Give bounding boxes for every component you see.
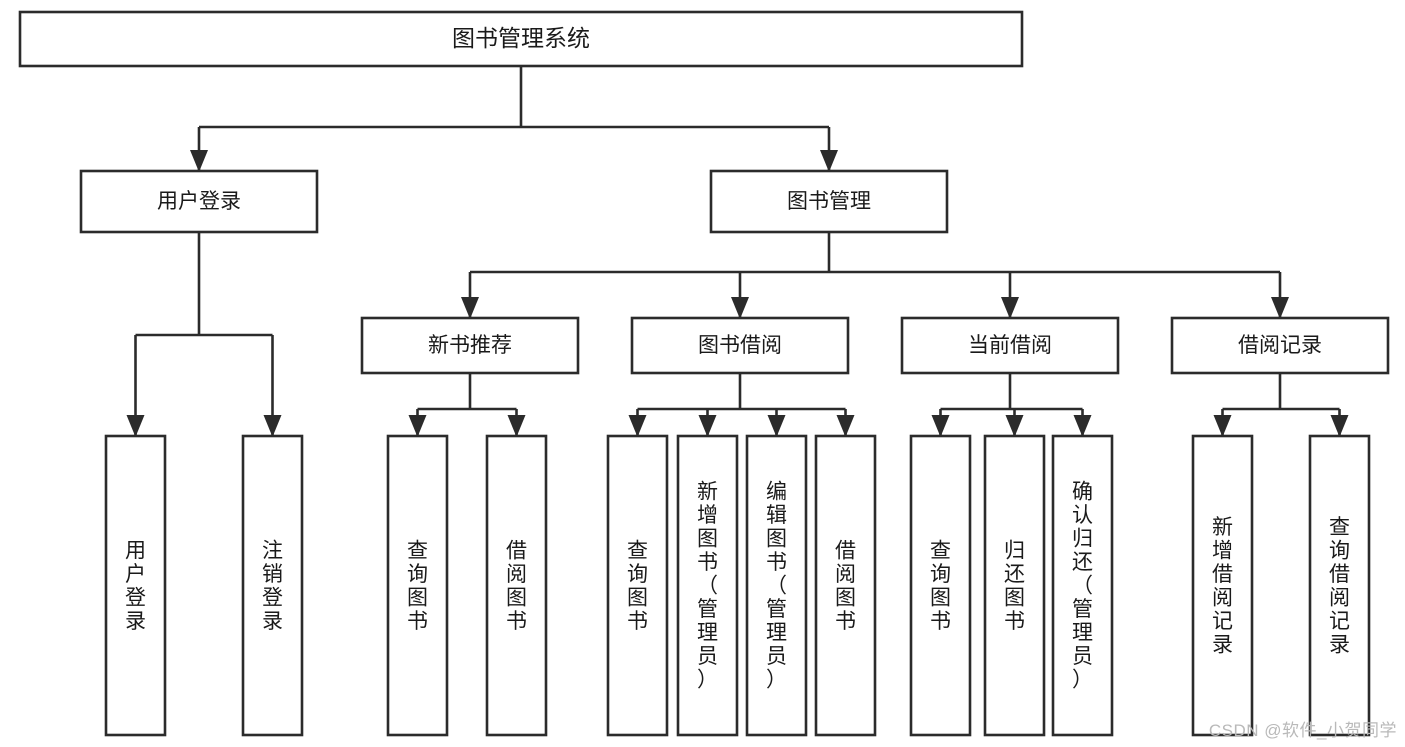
node-box bbox=[1308, 434, 1371, 737]
node-box bbox=[386, 434, 449, 737]
node-box bbox=[79, 169, 319, 234]
node-leaf-borrow-books[interactable]: 借阅图书 bbox=[814, 434, 877, 737]
node-box bbox=[1051, 434, 1114, 737]
nodes-layer: 图书管理系统用户登录图书管理新书推荐图书借阅当前借阅借阅记录用户登录注销登录查询… bbox=[18, 10, 1390, 737]
node-box bbox=[630, 316, 850, 375]
node-label: 查询借阅记录 bbox=[1329, 516, 1350, 657]
node-label: 编辑图书（管理员） bbox=[766, 481, 787, 692]
node-leaf-add-borrow-record[interactable]: 新增借阅记录 bbox=[1191, 434, 1254, 737]
node-leaf-query-books-recommend[interactable]: 查询图书 bbox=[386, 434, 449, 737]
node-box bbox=[1191, 434, 1254, 737]
node-label: 图书借阅 bbox=[698, 334, 782, 357]
arrow-head-leaf-add-borrow-record bbox=[1213, 415, 1232, 437]
node-label: 查询图书 bbox=[627, 539, 648, 633]
arrow-head-leaf-edit-book-admin bbox=[767, 415, 786, 437]
node-box bbox=[745, 434, 808, 737]
arrow-head-leaf-borrow-books-recommend bbox=[507, 415, 526, 437]
node-box bbox=[900, 316, 1120, 375]
node-box bbox=[104, 434, 167, 737]
node-box bbox=[606, 434, 669, 737]
node-label: 查询图书 bbox=[930, 539, 951, 633]
arrow-head-leaf-confirm-return-admin bbox=[1073, 415, 1092, 437]
connector-edges-layer bbox=[126, 66, 1349, 437]
node-leaf-edit-book-admin[interactable]: 编辑图书（管理员） bbox=[745, 434, 808, 737]
node-leaf-user-login[interactable]: 用户登录 bbox=[104, 434, 167, 737]
node-label: 借阅图书 bbox=[506, 539, 527, 633]
arrow-head-leaf-return-books bbox=[1005, 415, 1024, 437]
node-user-login[interactable]: 用户登录 bbox=[79, 169, 319, 234]
arrow-head-leaf-query-books-current bbox=[931, 415, 950, 437]
node-box bbox=[485, 434, 548, 737]
node-leaf-add-book-admin[interactable]: 新增图书（管理员） bbox=[676, 434, 739, 737]
node-label: 新增图书（管理员） bbox=[697, 481, 718, 692]
node-box bbox=[909, 434, 972, 737]
arrow-head-leaf-user-login bbox=[126, 415, 145, 437]
node-leaf-user-logout[interactable]: 注销登录 bbox=[241, 434, 304, 737]
node-label: 注销登录 bbox=[262, 539, 283, 633]
node-new-book-recommend[interactable]: 新书推荐 bbox=[360, 316, 580, 375]
node-borrow-record[interactable]: 借阅记录 bbox=[1170, 316, 1390, 375]
node-leaf-confirm-return-admin[interactable]: 确认归还（管理员） bbox=[1051, 434, 1114, 737]
node-label: 新增借阅记录 bbox=[1212, 516, 1233, 657]
node-box bbox=[983, 434, 1046, 737]
arrow-head-book-borrow bbox=[731, 297, 749, 319]
node-label: 用户登录 bbox=[157, 190, 241, 213]
arrow-head-current-borrow bbox=[1001, 297, 1019, 319]
node-box bbox=[676, 434, 739, 737]
node-box bbox=[814, 434, 877, 737]
arrow-head-leaf-query-borrow-record bbox=[1330, 415, 1349, 437]
node-book-borrow[interactable]: 图书借阅 bbox=[630, 316, 850, 375]
node-box bbox=[709, 169, 949, 234]
node-current-borrow[interactable]: 当前借阅 bbox=[900, 316, 1120, 375]
node-label: 归还图书 bbox=[1004, 539, 1025, 633]
arrow-head-leaf-query-books-recommend bbox=[408, 415, 427, 437]
node-leaf-query-borrow-record[interactable]: 查询借阅记录 bbox=[1308, 434, 1371, 737]
node-book-management[interactable]: 图书管理 bbox=[709, 169, 949, 234]
node-label: 借阅图书 bbox=[835, 539, 856, 633]
arrow-head-leaf-query-books-borrow bbox=[628, 415, 647, 437]
node-label: 当前借阅 bbox=[968, 334, 1052, 357]
node-box bbox=[18, 10, 1024, 68]
arrow-head-leaf-borrow-books bbox=[836, 415, 855, 437]
node-label: 确认归还（管理员） bbox=[1072, 481, 1093, 692]
node-leaf-query-books-current[interactable]: 查询图书 bbox=[909, 434, 972, 737]
node-box bbox=[1170, 316, 1390, 375]
node-box bbox=[360, 316, 580, 375]
node-label: 图书管理系统 bbox=[452, 25, 590, 51]
arrow-head-new-book-recommend bbox=[461, 297, 479, 319]
node-leaf-query-books-borrow[interactable]: 查询图书 bbox=[606, 434, 669, 737]
node-label: 查询图书 bbox=[407, 539, 428, 633]
node-box bbox=[241, 434, 304, 737]
arrow-head-user-login bbox=[190, 150, 208, 172]
node-label: 新书推荐 bbox=[428, 334, 512, 357]
node-leaf-borrow-books-recommend[interactable]: 借阅图书 bbox=[485, 434, 548, 737]
arrow-head-leaf-add-book-admin bbox=[698, 415, 717, 437]
arrow-head-leaf-user-logout bbox=[263, 415, 282, 437]
arrow-head-book-management bbox=[820, 150, 838, 172]
node-label: 图书管理 bbox=[787, 190, 871, 213]
node-label: 借阅记录 bbox=[1238, 334, 1322, 357]
node-leaf-return-books[interactable]: 归还图书 bbox=[983, 434, 1046, 737]
arrow-head-borrow-record bbox=[1271, 297, 1289, 319]
node-label: 用户登录 bbox=[125, 539, 146, 633]
node-root[interactable]: 图书管理系统 bbox=[18, 10, 1024, 68]
